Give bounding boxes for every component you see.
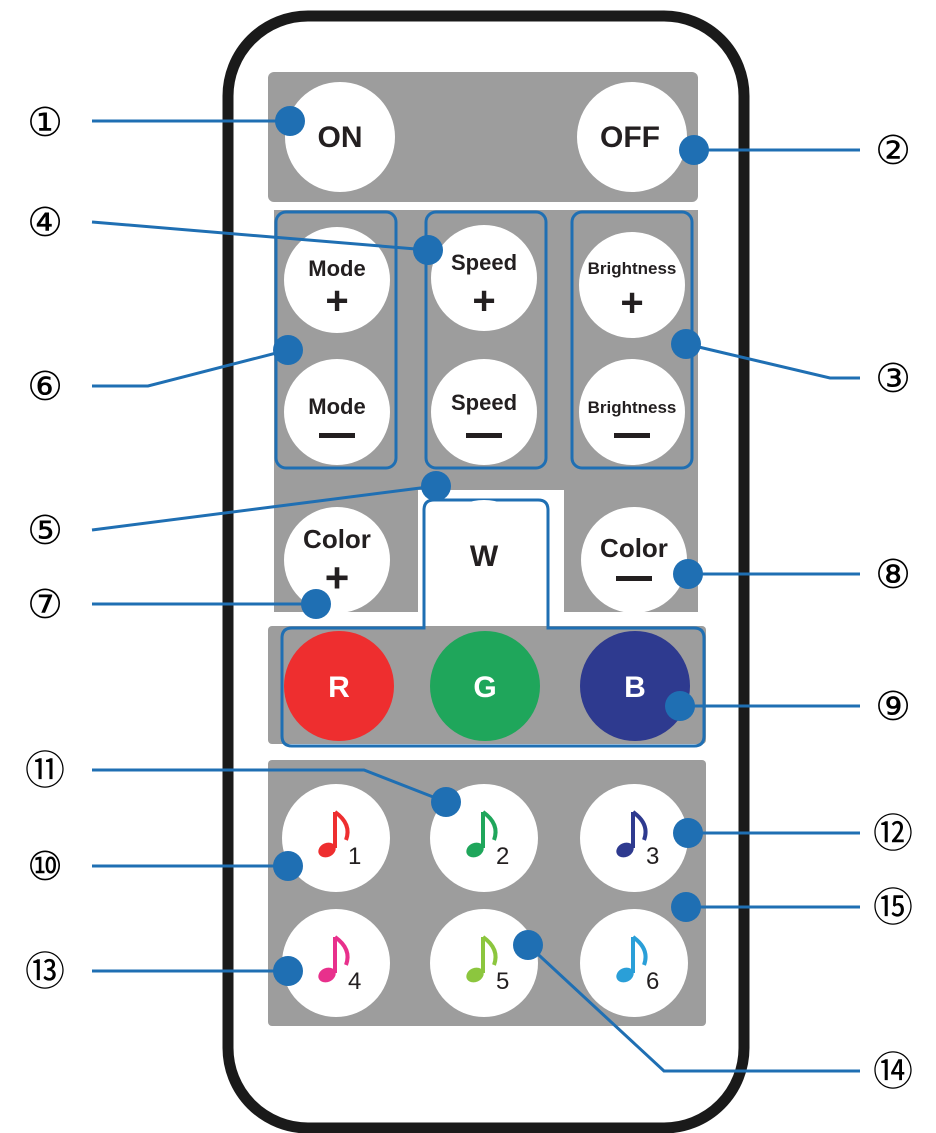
callout-line-14 — [526, 943, 860, 1073]
mode-group-outline — [274, 210, 398, 470]
plus-sign: + — [325, 279, 348, 323]
on-button[interactable]: ON — [285, 82, 395, 192]
speed-plus-label: Speed — [451, 250, 517, 275]
callout-line-5 — [91, 484, 437, 532]
white-label: W — [470, 540, 499, 573]
callout-dots — [273, 106, 709, 986]
brightness-plus-button[interactable]: Brightness + — [579, 232, 685, 338]
color-plus-button[interactable]: Color + — [284, 507, 390, 613]
off-label: OFF — [600, 121, 660, 154]
color-minus-button[interactable]: Color — [581, 507, 687, 613]
callout-dot-7 — [301, 589, 331, 619]
minus-sign — [616, 576, 652, 581]
speed-minus-label: Speed — [451, 390, 517, 415]
music-mode-1-button[interactable]: 1 — [282, 784, 390, 892]
callout-number-11: ⑪ — [25, 748, 65, 794]
callout-lines — [91, 119, 860, 1073]
off-button[interactable]: OFF — [577, 82, 687, 192]
callout-number-4: ④ — [27, 200, 63, 246]
color-group-outline — [280, 498, 706, 748]
callout-dot-1 — [275, 106, 305, 136]
green-button[interactable]: G — [430, 631, 540, 741]
on-label: ON — [318, 121, 363, 154]
music-number: 3 — [646, 843, 659, 870]
callout-dot-11 — [431, 787, 461, 817]
white-button[interactable]: W — [430, 500, 538, 608]
callout-line-11 — [92, 768, 447, 804]
minus-sign — [319, 433, 355, 438]
music-buttons: 1 2 3 4 5 6 — [282, 784, 688, 1017]
music-mode-3-button[interactable]: 3 — [580, 784, 688, 892]
callout-dot-2 — [679, 135, 709, 165]
music-note-icon — [616, 935, 648, 983]
callout-number-14: ⑭ — [873, 1049, 913, 1095]
red-button[interactable]: R — [284, 631, 394, 741]
callout-number-8: ⑧ — [875, 552, 911, 598]
speed-plus-button[interactable]: Speed + — [431, 225, 537, 331]
plus-sign: + — [325, 554, 350, 601]
callout-dot-14 — [513, 930, 543, 960]
callout-number-2: ② — [875, 128, 911, 174]
brightness-minus-button[interactable]: Brightness — [579, 359, 685, 465]
brightness-plus-label: Brightness — [588, 259, 677, 278]
callout-dot-13 — [273, 956, 303, 986]
music-number: 5 — [496, 968, 509, 995]
music-mode-5-button[interactable]: 5 — [430, 909, 538, 1017]
minus-sign — [614, 433, 650, 438]
green-label: G — [473, 671, 496, 704]
music-number: 1 — [348, 843, 361, 870]
callout-dot-9 — [665, 691, 695, 721]
callout-number-13: ⑬ — [25, 949, 65, 995]
callout-line-4 — [91, 220, 429, 252]
callout-dot-3 — [671, 329, 701, 359]
music-number: 4 — [348, 968, 361, 995]
color-plus-label: Color — [303, 524, 371, 554]
mode-minus-label: Mode — [308, 394, 365, 419]
callout-number-6: ⑥ — [27, 364, 63, 410]
music-note-icon — [616, 810, 648, 858]
speed-minus-button[interactable]: Speed — [431, 359, 537, 465]
minus-sign — [466, 433, 502, 438]
callout-dot-12 — [673, 818, 703, 848]
blue-button[interactable]: B — [580, 631, 690, 741]
music-note-icon — [466, 810, 498, 858]
music-mode-4-button[interactable]: 4 — [282, 909, 390, 1017]
callout-line-3 — [685, 342, 860, 380]
music-number: 2 — [496, 843, 509, 870]
brightness-minus-label: Brightness — [588, 398, 677, 417]
callout-number-3: ③ — [875, 356, 911, 402]
plus-sign: + — [620, 281, 643, 325]
plus-sign: + — [472, 279, 495, 323]
callout-dot-5 — [421, 471, 451, 501]
callout-dot-10 — [273, 851, 303, 881]
callout-dot-8 — [673, 559, 703, 589]
callout-number-15: ⑮ — [873, 885, 913, 931]
music-note-icon — [318, 810, 350, 858]
blue-label: B — [624, 671, 646, 704]
mode-minus-button[interactable]: Mode — [284, 359, 390, 465]
callout-dot-15 — [671, 892, 701, 922]
music-number: 6 — [646, 968, 659, 995]
callout-dot-6 — [273, 335, 303, 365]
mode-plus-label: Mode — [308, 256, 365, 281]
music-note-icon — [466, 935, 498, 983]
callout-number-10: ⑩ — [27, 844, 63, 890]
callout-dot-4 — [413, 235, 443, 265]
callout-number-9: ⑨ — [875, 684, 911, 730]
callout-number-7: ⑦ — [27, 582, 63, 628]
music-mode-6-button[interactable]: 6 — [580, 909, 688, 1017]
speed-group-outline — [424, 210, 548, 470]
callout-number-12: ⑫ — [873, 811, 913, 857]
music-note-icon — [318, 935, 350, 983]
callout-numbers: ① ② ③ ④ ⑤ ⑥ ⑦ ⑧ ⑨ ⑩ ⑪ ⑫ ⑬ ⑭ ⑮ — [25, 100, 913, 1095]
color-minus-label: Color — [600, 533, 668, 563]
red-label: R — [328, 671, 350, 704]
callout-number-1: ① — [27, 100, 63, 146]
callout-number-5: ⑤ — [27, 508, 63, 554]
callout-line-6 — [92, 348, 289, 388]
mode-plus-button[interactable]: Mode + — [284, 227, 390, 333]
